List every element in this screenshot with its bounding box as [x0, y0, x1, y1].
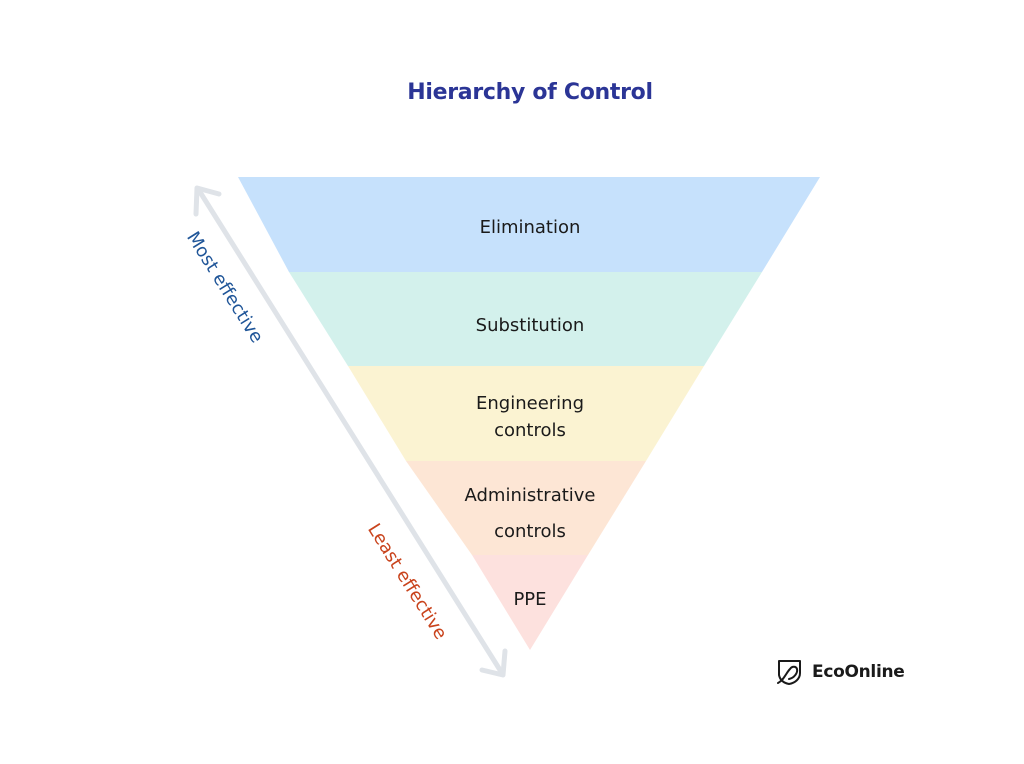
band-label-substitution: Substitution: [475, 315, 585, 336]
arrow-up-head-icon: [193, 185, 222, 217]
shield-bird-icon: [777, 660, 801, 685]
ecoonline-logo: EcoOnline: [776, 658, 905, 686]
band-ppe: [472, 555, 588, 650]
band-administrative: [406, 461, 646, 555]
arrow-down-head-icon: [479, 648, 508, 678]
effectiveness-arrow: [193, 185, 508, 678]
brand-name: EcoOnline: [812, 662, 905, 682]
band-label-ppe: PPE: [513, 589, 547, 610]
band-elimination: [238, 177, 820, 272]
band-substitution: [289, 272, 762, 366]
band-label-administrative: Administrative controls: [464, 485, 596, 542]
diagram-title: Hierarchy of Control: [407, 80, 653, 105]
band-engineering: [348, 366, 704, 461]
band-label-elimination: Elimination: [479, 217, 581, 238]
band-label-engineering: Engineering controls: [476, 393, 584, 441]
